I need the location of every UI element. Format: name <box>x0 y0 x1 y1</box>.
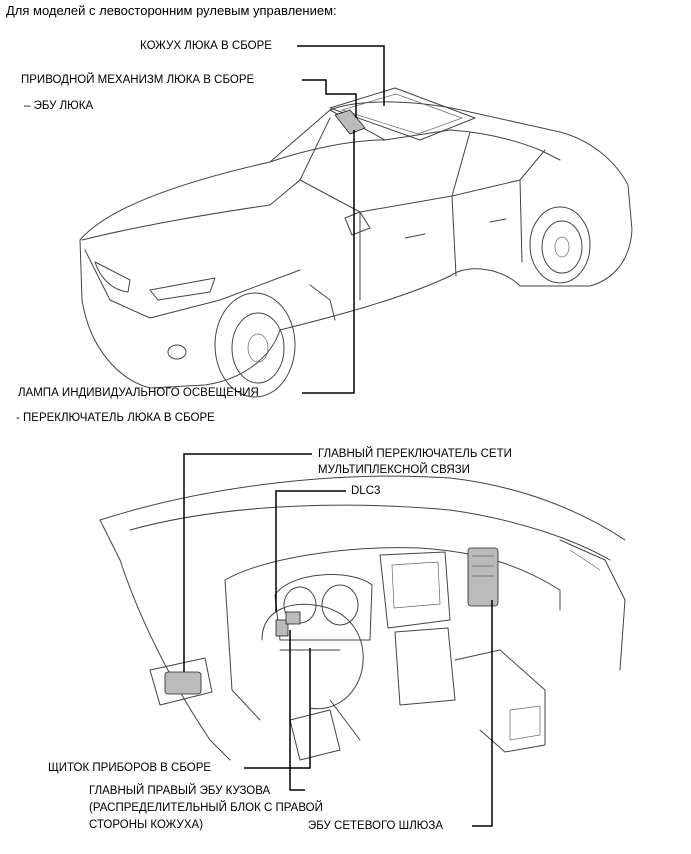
leader-line-multiplex-switch <box>183 453 312 672</box>
label-sunroof-ecu: – ЭБУ ЛЮКА <box>24 100 94 112</box>
leader-line-sunroof-drive <box>302 79 357 118</box>
label-multiplex-switch-line2: МУЛЬТИПЛЕКСНОЙ СВЯЗИ <box>318 464 470 476</box>
page-title: Для моделей с левосторонним рулевым упра… <box>6 3 337 18</box>
leader-line-dlc3 <box>275 490 346 612</box>
leader-line-body-ecu <box>289 630 305 791</box>
label-body-ecu-line3: СТОРОНЫ КОЖУХА) <box>89 819 204 831</box>
label-body-ecu-line1: ГЛАВНЫЙ ПРАВЫЙ ЭБУ КУЗОВА <box>89 785 271 797</box>
label-sunroof-drive: ПРИВОДНОЙ МЕХАНИЗМ ЛЮКА В СБОРЕ <box>21 74 255 86</box>
leader-line-sunroof-housing <box>297 45 385 106</box>
label-combination-meter: ЩИТОК ПРИБОРОВ В СБОРЕ <box>48 762 212 774</box>
leader-line-combination-meter <box>244 648 311 769</box>
label-map-lamp: ЛАМПА ИНДИВИДУАЛЬНОГО ОСВЕЩЕНИЯ <box>18 387 259 399</box>
label-gateway-ecu: ЭБУ СЕТЕВОГО ШЛЮЗА <box>308 820 443 832</box>
label-dlc3: DLC3 <box>351 485 381 497</box>
leader-line-gateway-ecu <box>472 600 493 827</box>
interior-illustration <box>99 475 626 761</box>
label-sunroof-switch: - ПЕРЕКЛЮЧАТЕЛЬ ЛЮКА В СБОРЕ <box>16 412 215 424</box>
label-multiplex-switch-line1: ГЛАВНЫЙ ПЕРЕКЛЮЧАТЕЛЬ СЕТИ <box>318 448 512 460</box>
label-sunroof-housing: КОЖУХ ЛЮКА В СБОРЕ <box>140 40 272 52</box>
car-illustration <box>79 87 633 398</box>
leader-line-map-lamp <box>302 130 355 394</box>
label-body-ecu-line2: (РАСПРЕДЕЛИТЕЛЬНЫЙ БЛОК С ПРАВОЙ <box>89 802 323 814</box>
